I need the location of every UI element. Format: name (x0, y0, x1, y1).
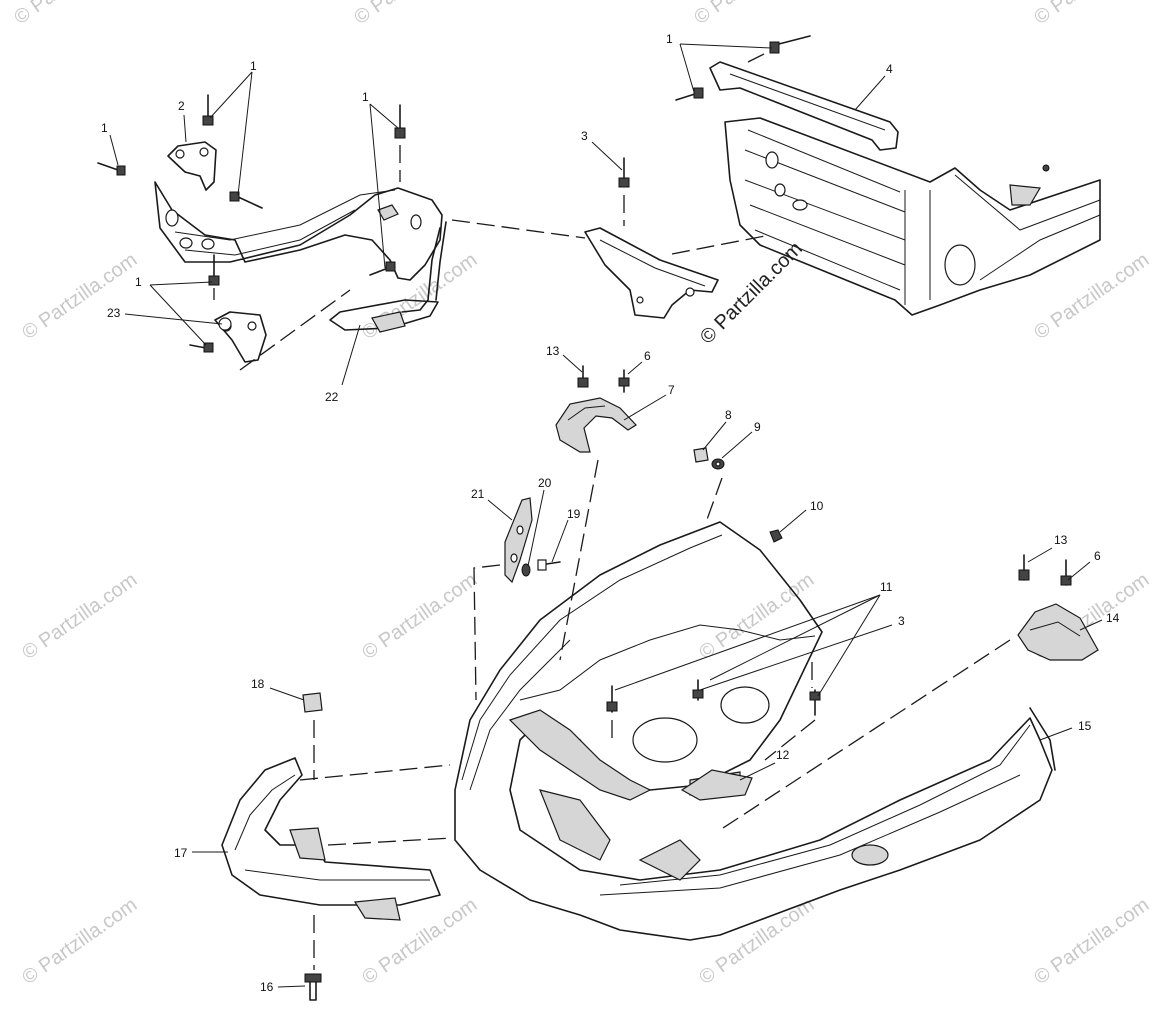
chassis-frame (675, 35, 1101, 316)
callout-23: 23 (107, 306, 121, 320)
watermark-text: © Partzilla.com (1030, 894, 1153, 989)
watermark-text: © Partzilla.com (18, 249, 141, 344)
callout-3: 3 (581, 129, 588, 143)
callout-12: 12 (776, 748, 790, 762)
callout-3: 3 (898, 614, 905, 628)
callout-21: 21 (471, 487, 485, 501)
callout-1: 1 (666, 32, 673, 46)
callout-17: 17 (174, 846, 188, 860)
watermark-text: © Partzilla.com (358, 569, 481, 664)
side-mount-bracket (473, 497, 561, 701)
callout-14: 14 (1106, 611, 1120, 625)
watermark-text: © Partzilla.com (1030, 0, 1153, 29)
steering-support-bracket (97, 94, 586, 371)
hood-body (454, 521, 1056, 941)
callout-1: 1 (362, 90, 369, 104)
watermark-text: © Partzilla.com (1030, 249, 1153, 344)
callout-13: 13 (1054, 533, 1068, 547)
callout-4: 4 (886, 62, 893, 76)
callout-18: 18 (251, 677, 265, 691)
callout-22: 22 (325, 390, 339, 404)
right-side-components (680, 554, 1099, 831)
watermark-text: © Partzilla.com (358, 249, 481, 344)
callout-19: 19 (567, 507, 581, 521)
callout-1: 1 (135, 275, 142, 289)
watermark-text: © Partzilla.com (695, 894, 818, 989)
callout-labels: 1 1 1 1 1 2 3 3 4 6 6 7 8 9 10 11 12 13 … (101, 32, 1120, 994)
watermark-text: © Partzilla.com (695, 569, 818, 664)
callout-13: 13 (546, 344, 560, 358)
watermark-text: © Partzilla.com (350, 0, 473, 29)
callout-15: 15 (1078, 719, 1092, 733)
callout-7: 7 (668, 383, 675, 397)
callout-6: 6 (644, 349, 651, 363)
mid-fasteners (555, 365, 783, 661)
callout-11: 11 (880, 580, 893, 594)
watermark-text: © Partzilla.com (18, 569, 141, 664)
watermark-text: © Partzilla.com (10, 0, 133, 29)
mount-bracket (584, 157, 771, 319)
callout-16: 16 (260, 980, 274, 994)
callout-1: 1 (101, 121, 108, 135)
front-bumper (221, 692, 453, 1001)
callout-20: 20 (538, 476, 552, 490)
callout-10: 10 (810, 499, 824, 513)
callout-1: 1 (250, 59, 257, 73)
watermark-text: © Partzilla.com (690, 0, 813, 29)
callout-2: 2 (178, 99, 185, 113)
center-watermark: © Partzilla.com (696, 238, 807, 349)
callout-6: 6 (1094, 549, 1101, 563)
callout-9: 9 (754, 420, 761, 434)
watermark-text: © Partzilla.com (18, 894, 141, 989)
callout-8: 8 (725, 408, 732, 422)
leader-lines (109, 43, 1103, 988)
